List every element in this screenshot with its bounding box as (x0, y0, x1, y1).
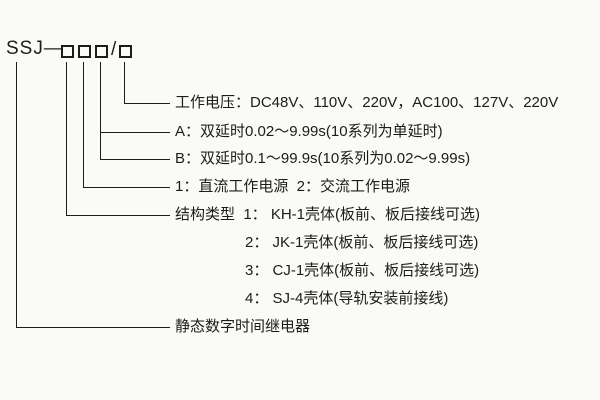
connector-hline-product (16, 327, 170, 328)
model-box-delay-type (95, 45, 108, 58)
connector-hline-power (83, 187, 170, 188)
label-product-name: 静态数字时间继电器 (175, 318, 311, 335)
model-slash: / (111, 39, 118, 60)
connector-vline-structure (66, 62, 67, 215)
model-box-power-type (78, 45, 91, 58)
label-working-voltage: 工作电压：DC48V、110V、220V，AC100、127V、220V (175, 94, 559, 111)
connector-vline-delay (100, 62, 101, 159)
label-structure-type-2: 2： JK-1壳体(板前、板后接线可选) (245, 234, 479, 251)
label-structure-type-1: 结构类型 1： KH-1壳体(板前、板后接线可选) (175, 206, 481, 223)
connector-hline-voltage (124, 103, 170, 104)
model-prefix: SSJ— (6, 38, 64, 59)
label-delay-option-b: B：双延时0.1～99.9s(10系列为0.02～9.99s) (175, 150, 471, 167)
connector-hline-delay-b (100, 159, 170, 160)
connector-vline-voltage (124, 62, 125, 103)
connector-hline-structure (66, 215, 170, 216)
model-box-structure-type (61, 45, 74, 58)
label-delay-option-a: A：双延时0.02～9.99s(10系列为单延时) (175, 123, 443, 140)
connector-vline-power (83, 62, 84, 187)
label-structure-type-4: 4： SJ-4壳体(导轨安装前接线) (245, 290, 449, 307)
model-box-voltage (119, 45, 132, 58)
label-structure-type-3: 3： CJ-1壳体(板前、板后接线可选) (245, 262, 480, 279)
connector-vline-product (16, 62, 17, 327)
connector-hline-delay-a (100, 132, 170, 133)
label-power-type: 1：直流工作电源 2：交流工作电源 (175, 178, 411, 195)
